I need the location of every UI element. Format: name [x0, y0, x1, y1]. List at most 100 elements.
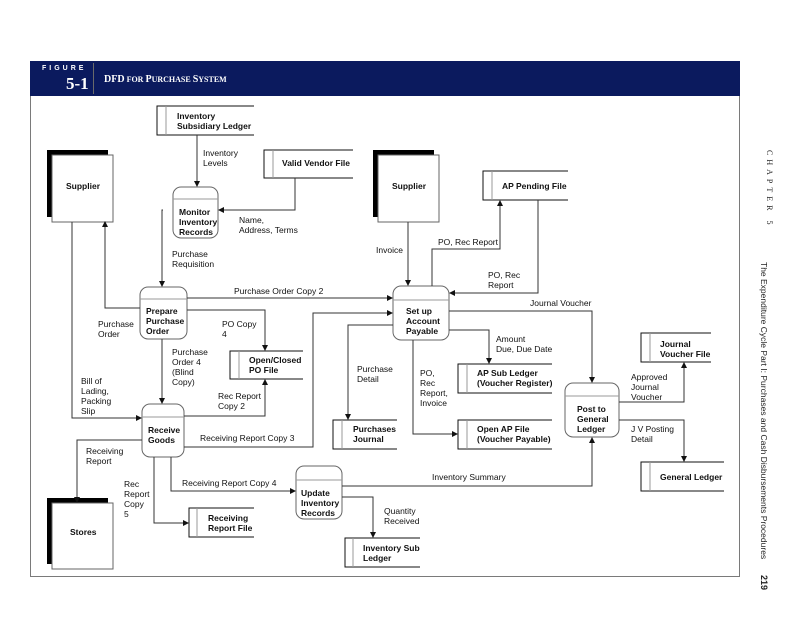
- line: Journal: [660, 339, 691, 349]
- flow-quantity-received: [342, 496, 376, 538]
- line: (Voucher Payable): [477, 434, 551, 444]
- process-receive: [141, 403, 185, 458]
- store-purchases-journal: [332, 419, 397, 450]
- store-open-ap-file: [457, 419, 552, 450]
- label-journal-voucher: Journal Voucher: [530, 298, 592, 308]
- flow-po-rec-report-up: [431, 200, 503, 286]
- line: Update: [301, 488, 330, 498]
- label-invoice: Invoice: [376, 245, 403, 255]
- process-prepare: [139, 286, 188, 340]
- line: Set up: [406, 306, 432, 316]
- line: Records: [179, 227, 214, 237]
- figure-title: DFD FOR PURCHASE SYSTEM: [104, 74, 227, 85]
- label-rec-report-copy-5: Rec Report Copy 5: [124, 479, 150, 519]
- store-general-ledger-label: General Ledger: [660, 472, 723, 482]
- label-name-address-terms: Name, Address, Terms: [239, 215, 298, 235]
- flow-amount-due: [449, 329, 492, 364]
- flow-journal-voucher: [449, 310, 595, 383]
- flow-purchase-requisition: [159, 209, 165, 287]
- line: Monitor: [179, 207, 211, 217]
- entity-supplier-left: [47, 150, 114, 223]
- label-rec-report-copy-3: Receiving Report Copy 3: [200, 433, 295, 443]
- line: Goods: [148, 435, 175, 445]
- line: Inventory Sub: [363, 543, 420, 553]
- label-quantity-received: Quantity Received: [384, 506, 420, 526]
- line: Records: [301, 508, 336, 518]
- title-part: P: [145, 74, 152, 85]
- flow-jv-posting: [619, 419, 687, 462]
- label-rec-report-copy-2: Rec Report Copy 2: [218, 391, 261, 411]
- store-inventory-subsidiary-ledger: [156, 105, 254, 136]
- line: Inventory: [177, 111, 216, 121]
- store-ap-pending-file-label: AP Pending File: [502, 181, 567, 191]
- entity-stores: [47, 498, 114, 570]
- line: Post to: [577, 404, 606, 414]
- line: Subsidiary Ledger: [177, 121, 252, 131]
- label-purchase-detail: Purchase Detail: [357, 364, 393, 384]
- entity-supplier-left-label: Supplier: [66, 181, 101, 191]
- line: PO File: [249, 365, 279, 375]
- store-valid-vendor-file: [263, 149, 353, 179]
- label-po-copy-2: Purchase Order Copy 2: [234, 286, 324, 296]
- label-inventory-levels: Inventory Levels: [203, 148, 238, 168]
- entity-supplier-right-label: Supplier: [392, 181, 427, 191]
- label-inventory-summary: Inventory Summary: [432, 472, 506, 482]
- label-jv-posting: J V Posting Detail: [631, 424, 674, 444]
- line: Inventory: [301, 498, 340, 508]
- label-rec-report-copy-4: Receiving Report Copy 4: [182, 478, 277, 488]
- process-setup: [392, 285, 450, 341]
- figure-banner: [30, 61, 740, 96]
- line: Payable: [406, 326, 439, 336]
- flow-rec-report-copy-2: [184, 379, 268, 417]
- flow-inventory-summary: [342, 437, 595, 487]
- page-number: 219: [759, 575, 769, 591]
- flow-approved-jv: [619, 362, 687, 403]
- line: Order: [146, 326, 170, 336]
- title-part: DFD: [104, 74, 125, 85]
- flow-purchase-order: [102, 221, 140, 309]
- line: (Voucher Register): [477, 378, 553, 388]
- line: Receive: [148, 425, 181, 435]
- entity-supplier-right: [373, 150, 440, 223]
- title-part: S: [192, 74, 199, 85]
- line: Ledger: [577, 424, 606, 434]
- label-amount-due: Amount Due, Due Date: [496, 334, 553, 354]
- line: AP Sub Ledger: [477, 368, 538, 378]
- store-journal-voucher-file: [640, 332, 711, 363]
- flow-po-rec-invoice: [412, 340, 458, 437]
- title-part: YSTEM: [198, 75, 227, 84]
- figure-number: 5-1: [66, 74, 89, 93]
- label-bill-of-lading: Bill of Lading, Packing Slip: [81, 376, 112, 416]
- label-po-rec-report-back: PO, Rec Report: [488, 270, 521, 290]
- line: Receiving: [208, 513, 249, 523]
- flow-receiving-report: [74, 439, 142, 503]
- banner-divider: [93, 63, 94, 94]
- store-ap-sub-ledger-label: AP Sub Ledger(Voucher Register): [477, 368, 552, 388]
- label-po-4-blind: Purchase Order 4 (Blind Copy): [172, 347, 208, 387]
- line: Ledger: [363, 553, 392, 563]
- line: Open AP File: [477, 424, 530, 434]
- entity-stores-label: Stores: [70, 527, 97, 537]
- store-ap-sub-ledger: [457, 363, 552, 394]
- label-po-copy-4: PO Copy 4: [222, 319, 257, 339]
- label-purchase-order: Purchase Order: [98, 319, 134, 339]
- store-ap-pending-file: [482, 170, 568, 201]
- line: Prepare: [146, 306, 178, 316]
- line: Purchases: [353, 424, 396, 434]
- line: Account: [406, 316, 440, 326]
- title-part: FOR: [124, 75, 146, 84]
- flow-po-rec-report-back: [449, 200, 539, 296]
- label-approved-jv: Approved Journal Voucher: [631, 372, 668, 402]
- line: Purchase: [146, 316, 185, 326]
